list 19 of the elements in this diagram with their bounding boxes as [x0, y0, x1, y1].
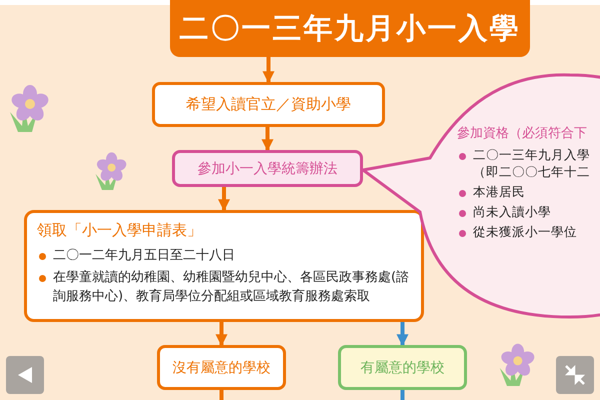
- bullet-item: 二〇一二年九月五日至二十八日: [37, 246, 411, 265]
- process-box: 參加小一入學統籌辦法: [172, 150, 363, 187]
- arrow: [262, 127, 274, 152]
- process-box: 沒有屬意的學校: [157, 345, 286, 390]
- arrow: [262, 57, 274, 84]
- bullet-item: 從未獲派小一學位: [457, 223, 600, 240]
- process-box: 有屬意的學校: [338, 345, 467, 390]
- process-box: 希望入讀官立／資助小學: [152, 82, 385, 127]
- arrow: [218, 187, 230, 212]
- arrow: [396, 322, 408, 346]
- title-banner: 二〇一三年九月小一入學: [170, 0, 530, 57]
- bullet-item: 本港居民: [457, 183, 600, 200]
- info-card: [24, 210, 424, 322]
- bullet-item: 二〇一三年九月入學（即二〇〇七年十二: [457, 146, 600, 180]
- bullet-item: 尚未入讀小學: [457, 203, 600, 220]
- bullet-item: 在學童就讀的幼稚園、幼稚園暨幼兒中心、各區民政事務處(諮詢服務中心)、教育局學位分配組或區域教育服務處索取: [37, 268, 411, 306]
- arrow: [216, 322, 228, 346]
- bubble-heading: 參加資格（必須符合下: [457, 125, 588, 142]
- card-heading: 領取「小一入學申請表」: [37, 221, 203, 240]
